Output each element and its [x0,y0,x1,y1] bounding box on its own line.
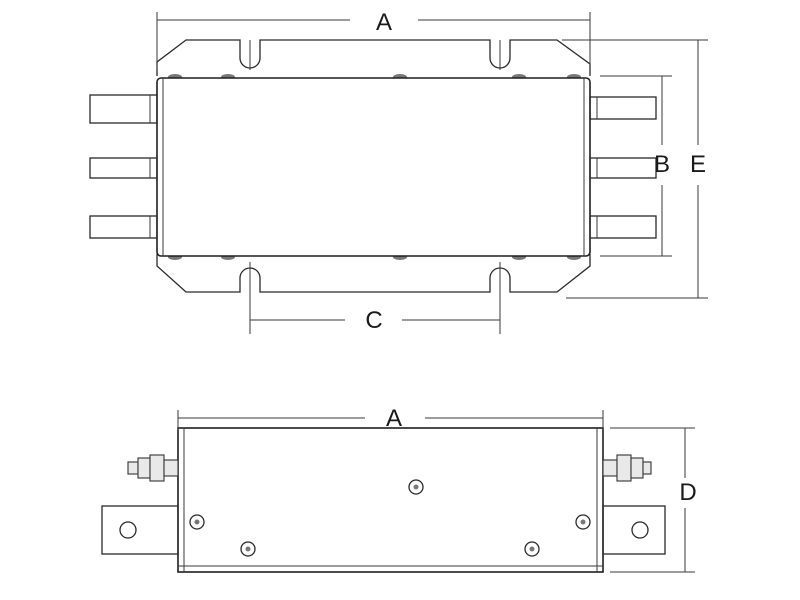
top-view-body [156,77,591,257]
dim-label-d: D [679,479,696,506]
dimension-a-top: A [156,9,591,70]
right-terminal-stud [602,454,652,482]
mount-hole [119,521,137,539]
dimension-c: C [250,307,500,334]
dim-label-c: C [365,307,382,334]
left-mounting-tab [101,505,179,555]
dimension-d: D [610,427,697,573]
dim-label-b: B [654,151,670,178]
right-terminals [589,96,657,239]
dimension-a-side: A [177,405,604,432]
mount-hole [631,521,649,539]
left-terminal-stud [127,454,179,482]
side-view: A D [101,405,697,573]
right-mounting-tab [602,505,666,555]
top-view: A B E C [89,9,708,334]
dim-label-e: E [690,151,706,178]
side-view-screws [189,479,591,557]
dimension-e: E [562,39,708,299]
dim-label-a-side: A [386,405,402,432]
dim-label-a: A [376,9,392,36]
dimension-b: B [600,75,672,257]
left-terminals [89,94,158,239]
top-view-flange [156,39,591,76]
top-view-flange-bottom [156,254,591,293]
